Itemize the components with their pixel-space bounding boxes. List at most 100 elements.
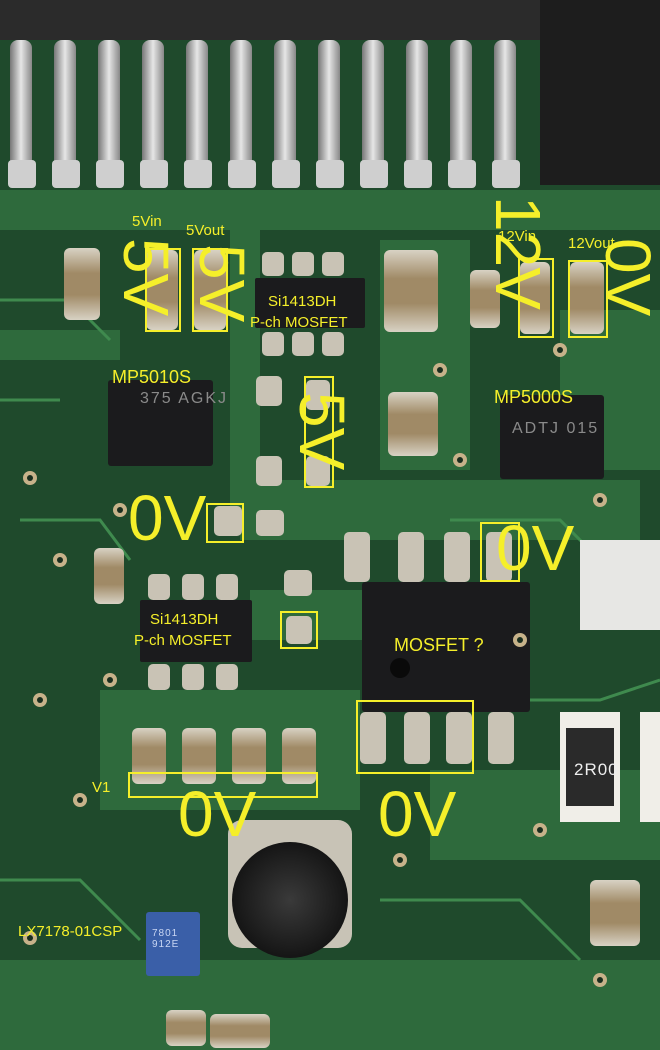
highlight-5vin-pads — [145, 248, 181, 332]
chip-si1413dh-top — [255, 278, 365, 328]
solder-pad — [306, 380, 330, 410]
solder-pad — [284, 570, 312, 596]
solder-pad — [322, 332, 344, 356]
solder-pad — [256, 510, 284, 536]
label-mosfet-unknown: MOSFET ? — [394, 635, 484, 655]
connector-pins — [8, 40, 520, 188]
highlight-5vout-pads — [192, 248, 228, 332]
via-hole — [597, 977, 603, 983]
capacitor — [94, 548, 124, 604]
highlight-0v-left-pad — [206, 503, 244, 543]
via-hole — [517, 637, 523, 643]
solder-pad — [182, 664, 204, 690]
connector-pin-pad — [492, 160, 520, 188]
connector-pin-pad — [404, 160, 432, 188]
copper-traces — [0, 190, 660, 1050]
label-5vout: 5Vout — [186, 222, 225, 239]
via-hole — [107, 677, 113, 683]
via-hole — [537, 827, 543, 833]
capacitor — [590, 880, 640, 946]
label-12vout: 12Vout — [568, 235, 615, 252]
chip-mp5010s — [108, 380, 213, 466]
solder-pad — [322, 252, 344, 276]
via-hole — [27, 475, 33, 481]
solder-pad — [444, 532, 470, 582]
chip-mp5010s-marking: 375 AGKJ — [140, 390, 229, 407]
label-12vin: 12Vin — [498, 228, 537, 245]
via-hole — [557, 347, 563, 353]
connector-pin — [494, 40, 516, 180]
chip-mosfet-unknown — [362, 582, 530, 712]
connector-pin-pad — [228, 160, 256, 188]
inductor-core — [232, 842, 348, 958]
resistor-body-2 — [640, 712, 660, 822]
solder-pad — [262, 252, 284, 276]
via-hole — [117, 507, 123, 513]
vias — [23, 343, 607, 987]
via-hole — [27, 935, 33, 941]
solder-pad — [486, 532, 512, 582]
label-mp5000s: MP5000S — [494, 387, 574, 407]
capacitor — [570, 262, 604, 334]
connector-pin — [230, 40, 252, 180]
connector-pin-pad — [316, 160, 344, 188]
chip-lx7178 — [146, 912, 200, 976]
highlight-v1-caps — [128, 772, 318, 798]
voltage-0v-bottom-left: 0V — [178, 778, 257, 850]
capacitor — [520, 262, 550, 334]
chip-si1413dh-mid — [140, 600, 252, 662]
solder-pad — [306, 456, 330, 486]
connector-pin-pad — [448, 160, 476, 188]
connector-pin-pad — [184, 160, 212, 188]
lx7178-marking: 7801 912E — [152, 928, 180, 950]
connector-latch — [540, 0, 660, 185]
solder-pad — [262, 332, 284, 356]
highlight-si-mid-pad — [280, 611, 318, 649]
via-hole — [37, 697, 43, 703]
resistor-top — [566, 728, 614, 806]
capacitor — [166, 1010, 206, 1046]
via-hole — [437, 367, 443, 373]
connector-pin — [274, 40, 296, 180]
connector-pin — [362, 40, 384, 180]
connector-pin — [186, 40, 208, 180]
solder-pad — [360, 712, 386, 764]
solder-pad — [148, 574, 170, 600]
capacitor — [210, 1014, 270, 1048]
solder-pad — [182, 574, 204, 600]
voltage-0v-right: 0V — [496, 512, 575, 584]
label-pch-mosfet-top: P-ch MOSFET — [250, 314, 348, 331]
connector-pin-pad — [52, 160, 80, 188]
label-5vin: 5Vin — [132, 213, 162, 230]
capacitor — [282, 728, 316, 784]
via-hole — [457, 457, 463, 463]
connector-pin — [318, 40, 340, 180]
capacitor — [132, 728, 166, 784]
capacitors — [64, 248, 640, 1048]
label-si1413dh-mid: Si1413DH — [150, 611, 219, 628]
component-pads — [148, 252, 514, 764]
solder-pad — [292, 252, 314, 276]
label-si1413dh-top: Si1413DH — [268, 293, 337, 310]
capacitor — [384, 250, 438, 332]
highlight-0v-right-pin — [480, 522, 520, 582]
capacitor — [194, 250, 226, 330]
solder-pad — [488, 712, 514, 764]
solder-pad — [148, 664, 170, 690]
resistor-marking: 2R00 — [574, 760, 619, 779]
connector-pin-pad — [272, 160, 300, 188]
solder-pad — [216, 664, 238, 690]
solder-pad — [404, 712, 430, 764]
solder-pad — [216, 574, 238, 600]
voltage-0v-bottom-right: 0V — [378, 778, 457, 850]
connector-pin — [450, 40, 472, 180]
chip-mp5000s — [500, 395, 604, 479]
solder-pad — [292, 332, 314, 356]
via-hole — [397, 857, 403, 863]
via-hole — [57, 557, 63, 563]
capacitor — [146, 250, 178, 330]
solder-pad — [286, 616, 312, 644]
solder-pad — [344, 532, 370, 582]
